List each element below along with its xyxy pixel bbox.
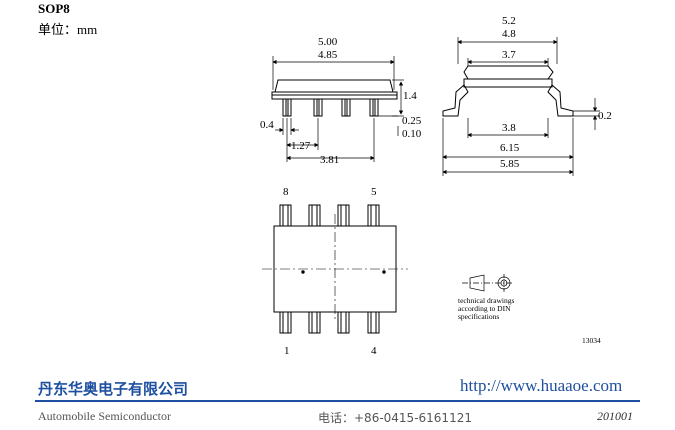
package-drawing: 5.00 4.85 1.4 0.25 0.10 0.4 1.27 3.81 5.… xyxy=(260,15,612,357)
company-name: 丹东华奥电子有限公司 xyxy=(38,380,189,398)
note-line-2: according to DIN xyxy=(458,304,511,313)
dim-body-width-bottom: 3.8 xyxy=(502,122,516,134)
dim-total-width-max: 5.2 xyxy=(502,15,516,27)
dim-pin-span: 3.81 xyxy=(320,154,339,166)
dim-total-width-min: 4.8 xyxy=(502,28,516,40)
drawing-number: 13034 xyxy=(582,336,601,345)
website-link[interactable]: http://www.huaaoe.com xyxy=(460,376,623,395)
dim-lead-thickness-min: 0.10 xyxy=(402,128,422,140)
dim-body-length-min: 4.85 xyxy=(318,49,338,61)
pin-4-label: 4 xyxy=(371,345,377,357)
phone-number: 电话：+86-0415-6161121 xyxy=(318,411,472,425)
document-code: 201001 xyxy=(597,409,633,423)
product-line: Automobile Semiconductor xyxy=(38,409,171,423)
dim-pitch: 1.27 xyxy=(291,140,311,152)
pin-8-label: 8 xyxy=(283,186,289,198)
package-title: SOP8 xyxy=(38,1,70,16)
dim-height: 1.4 xyxy=(403,90,417,102)
dim-body-width-top: 3.7 xyxy=(502,49,516,61)
dim-lead-tip-max: 6.15 xyxy=(500,142,520,154)
footer-divider xyxy=(35,400,640,402)
dim-lead-standoff: 0.2 xyxy=(598,110,612,122)
dim-body-length-max: 5.00 xyxy=(318,36,338,48)
end-view xyxy=(442,37,600,176)
top-view xyxy=(262,204,408,334)
pin-1-label: 1 xyxy=(284,345,290,357)
unit-label: 单位：mm xyxy=(38,22,98,37)
dim-lead-thickness-max: 0.25 xyxy=(402,115,422,127)
dim-lead-tip-min: 5.85 xyxy=(500,158,520,170)
side-view xyxy=(271,56,404,162)
note-line-3: specifications xyxy=(458,312,499,321)
dim-lead-width: 0.4 xyxy=(260,119,274,131)
note-line-1: technical drawings xyxy=(458,296,515,305)
projection-symbol-icon xyxy=(462,274,513,292)
pin-5-label: 5 xyxy=(371,186,377,198)
